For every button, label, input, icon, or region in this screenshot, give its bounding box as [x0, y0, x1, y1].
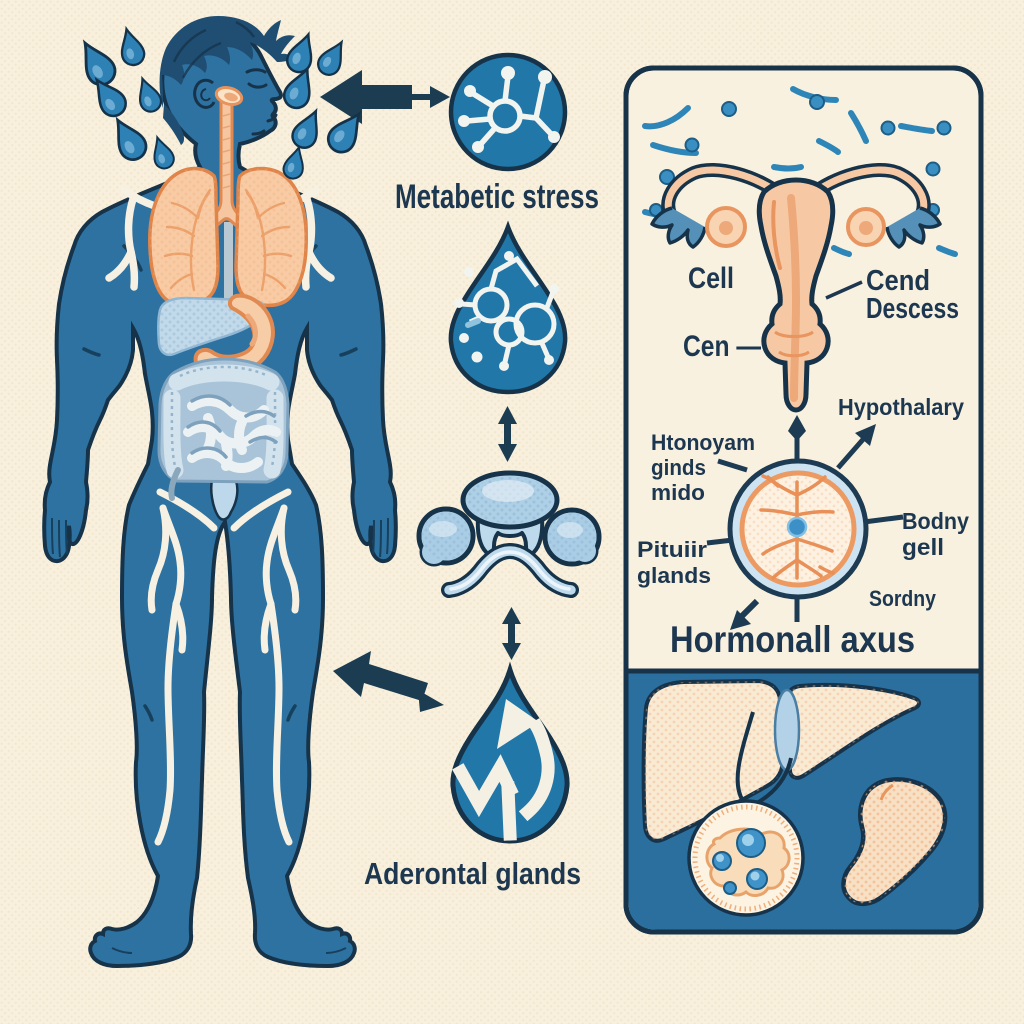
svg-text:Aderontal glands: Aderontal glands: [364, 856, 581, 891]
svg-text:Descess: Descess: [866, 293, 959, 325]
svg-text:Pituiir: Pituiir: [637, 537, 707, 562]
svg-text:gell: gell: [902, 534, 944, 560]
svg-text:Cell: Cell: [688, 262, 734, 295]
svg-text:Hypothalary: Hypothalary: [838, 394, 964, 420]
svg-text:Cend: Cend: [866, 265, 930, 297]
svg-text:Hormonall axus: Hormonall axus: [670, 619, 915, 660]
svg-text:Sordny: Sordny: [869, 586, 937, 611]
svg-text:Htonoyam: Htonoyam: [651, 430, 755, 455]
svg-text:mido: mido: [651, 480, 705, 505]
svg-text:ginds: ginds: [651, 455, 706, 480]
svg-text:glands: glands: [637, 563, 711, 588]
svg-text:Cen —: Cen —: [683, 330, 761, 363]
svg-text:Bodny: Bodny: [902, 508, 969, 534]
svg-text:Metabetic stress: Metabetic stress: [395, 178, 599, 216]
